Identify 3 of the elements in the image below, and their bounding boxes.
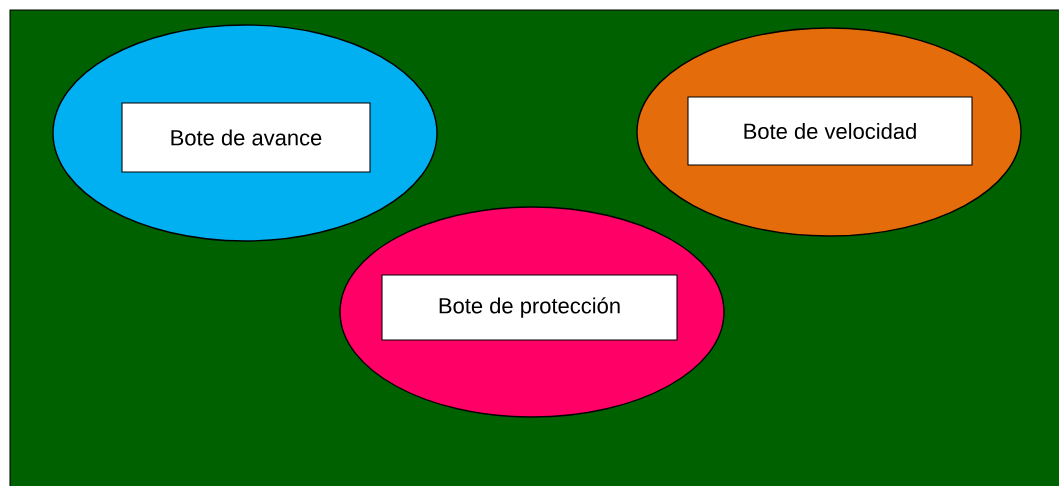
- ellipse-node: Bote de protección: [339, 206, 725, 418]
- ellipse-node: Bote de velocidad: [636, 27, 1022, 237]
- ellipse-node: Bote de avance: [52, 24, 438, 242]
